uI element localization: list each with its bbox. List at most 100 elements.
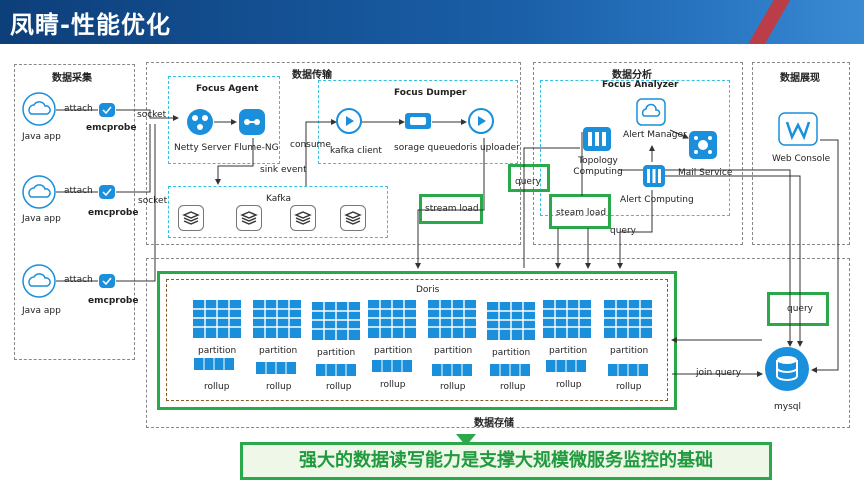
rollup-icon [546, 360, 586, 372]
analyze-section-title: 数据分析 [612, 70, 652, 81]
display-section-title: 数据展现 [780, 73, 820, 84]
table-icon [543, 300, 591, 338]
rollup-label: rollup [500, 382, 526, 392]
display-section [752, 62, 850, 245]
doris-box [166, 279, 668, 401]
query-box-1 [508, 164, 550, 192]
emcprobe-label: emcprobe [88, 208, 139, 218]
partition-label: partition [317, 348, 356, 358]
alert-computing-label: Alert Computing [620, 195, 694, 205]
partition-label: partition [259, 346, 298, 356]
summary-banner: 强大的数据读写能力是支撑大规模微服务监控的基础 [240, 442, 772, 480]
partition-label: partition [198, 346, 237, 356]
mail-service-label: Mail Service [678, 168, 733, 178]
table-icon [487, 302, 535, 340]
partition-label: partition [434, 346, 473, 356]
netty-server-icon [187, 109, 213, 135]
table-icon [193, 300, 241, 338]
focus-agent-box [168, 76, 280, 164]
rollup-label: rollup [266, 382, 292, 392]
rollup-icon [256, 362, 296, 374]
slide-header: 凤睛-性能优化 [0, 0, 864, 44]
mail-service-icon [689, 131, 717, 159]
doris-label: Doris [416, 285, 440, 295]
kafka-node-icon [290, 205, 316, 231]
query-label-2: query [610, 226, 636, 236]
cloud-icon [22, 264, 56, 298]
consume-label: consume [290, 140, 331, 150]
netty-server-label: Netty Server [174, 143, 232, 153]
table-icon [428, 300, 476, 338]
focus-analyzer-title: Focus Analyzer [602, 80, 679, 90]
attach-label: attach [64, 186, 93, 196]
socket-label: socket [138, 196, 168, 206]
doris-uploader-icon [468, 108, 494, 134]
flume-label: Flume-NG [234, 143, 279, 153]
doris-uploader-label: doris uploader [455, 143, 520, 153]
join-query-label: join query [696, 368, 742, 378]
probe-icon [99, 274, 115, 288]
rollup-label: rollup [326, 382, 352, 392]
rollup-icon [490, 364, 530, 376]
rollup-label: rollup [440, 382, 466, 392]
stream-load-box-2 [549, 194, 611, 229]
attach-label: attach [64, 104, 93, 114]
alert-manager-label: Alert Manager [623, 130, 687, 140]
java-app-label: Java app [22, 306, 61, 316]
attach-label: attach [64, 275, 93, 285]
stream-load-label-1: stream load [425, 204, 479, 214]
table-icon [604, 300, 652, 338]
alert-computing-icon [643, 165, 665, 187]
rollup-icon [194, 358, 234, 370]
probe-icon [99, 185, 115, 199]
rollup-icon [432, 364, 472, 376]
storage-queue-label: sorage queue [394, 143, 456, 153]
kafka-node-icon [340, 205, 366, 231]
mysql-label: mysql [774, 402, 801, 412]
storage-section-title: 数据存储 [474, 418, 514, 429]
probe-icon [99, 103, 115, 117]
partition-label: partition [492, 348, 531, 358]
header-stripe [724, 0, 864, 44]
rollup-label: rollup [204, 382, 230, 392]
rollup-label: rollup [616, 382, 642, 392]
web-console-label: Web Console [772, 154, 831, 164]
table-icon [368, 300, 416, 338]
analyze-section [533, 62, 743, 245]
emcprobe-label: emcprobe [86, 123, 137, 133]
transfer-section [146, 62, 521, 245]
socket-label: socket [137, 110, 167, 120]
focus-dumper-title: Focus Dumper [394, 88, 467, 98]
web-console-icon [778, 112, 818, 146]
java-app-label: Java app [22, 214, 61, 224]
table-icon [312, 302, 360, 340]
rollup-label: rollup [380, 380, 406, 390]
mysql-icon [765, 347, 809, 391]
query-box-3 [767, 292, 829, 326]
stream-load-label-2: steam load [556, 208, 607, 218]
partition-label: partition [374, 346, 413, 356]
stream-load-box-1 [419, 194, 483, 224]
alert-manager-icon [636, 98, 666, 126]
collect-section [14, 64, 135, 360]
partition-label: partition [610, 346, 649, 356]
kafka-node-icon [236, 205, 262, 231]
kafka-label: Kafka [266, 194, 291, 204]
focus-agent-title: Focus Agent [196, 84, 259, 94]
cloud-icon [22, 92, 56, 126]
rollup-icon [316, 364, 356, 376]
collect-section-title: 数据采集 [52, 73, 92, 84]
kafka-node-icon [178, 205, 204, 231]
rollup-label: rollup [556, 380, 582, 390]
cloud-icon [22, 175, 56, 209]
table-icon [253, 300, 301, 338]
slide-title: 凤睛-性能优化 [10, 11, 171, 39]
flume-icon [239, 109, 265, 135]
java-app-label: Java app [22, 132, 61, 142]
storage-queue-icon [405, 113, 431, 129]
partition-label: partition [549, 346, 588, 356]
topology-label: Topology Computing [573, 156, 623, 177]
rollup-icon [372, 360, 412, 372]
kafka-client-icon [336, 108, 362, 134]
topology-icon [583, 127, 611, 151]
